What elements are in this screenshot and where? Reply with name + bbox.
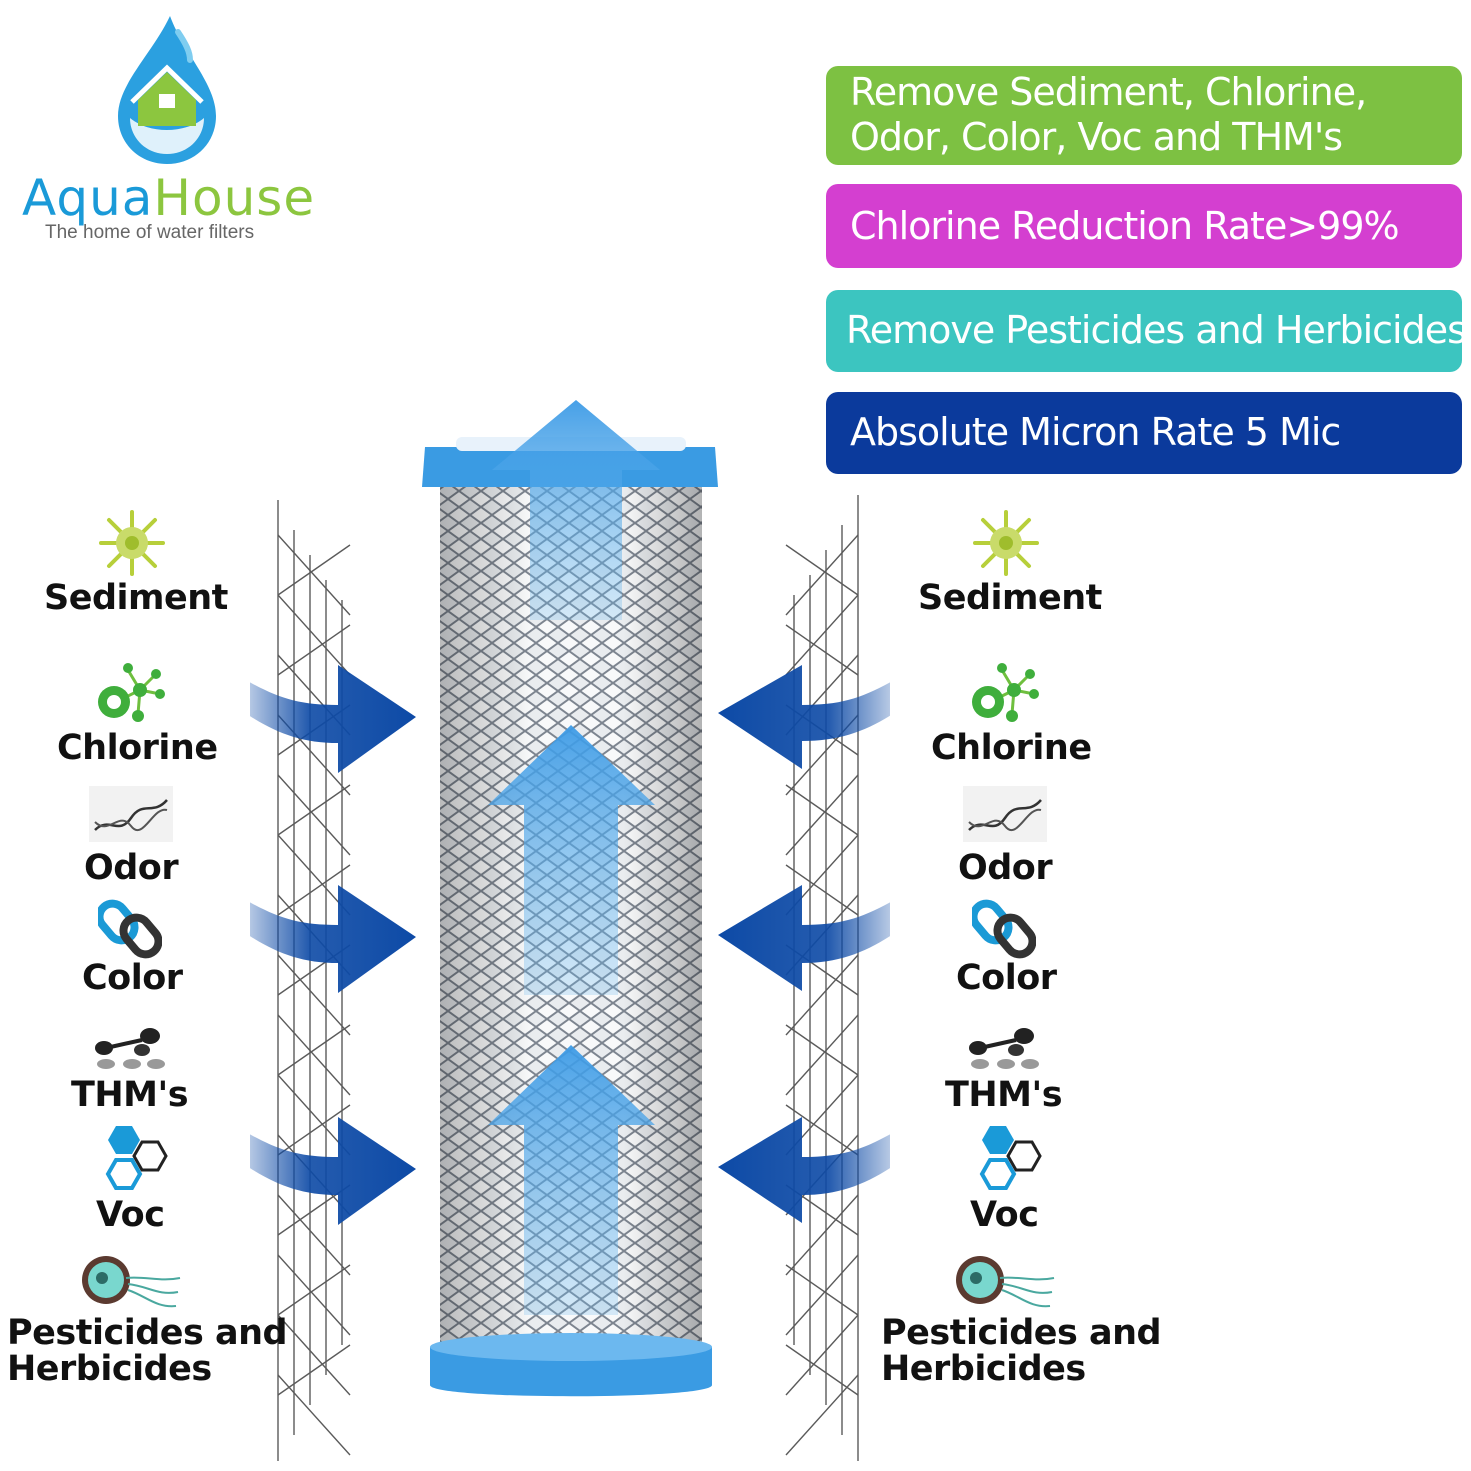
- bottom-end-cap: [430, 1347, 712, 1397]
- contaminant-label-voc: Voc: [96, 1195, 165, 1235]
- contaminant-label-sediment: Sediment: [918, 578, 1102, 618]
- pesticide-cell-icon: [82, 1256, 181, 1308]
- odor-dna-icon: [89, 786, 173, 842]
- contaminant-list-left: Sediment Chlorine Odor Color THM's Voc P…: [0, 500, 288, 1400]
- contaminant-label-thms: THM's: [71, 1075, 189, 1115]
- water-drop-house-icon: [118, 16, 216, 164]
- brand-name: AquaHouse: [22, 168, 315, 228]
- brand-name-part2: House: [153, 169, 316, 227]
- contaminant-label-pesticides: Pesticides and Herbicides: [881, 1313, 1162, 1389]
- color-chain-icon: [98, 899, 162, 959]
- inflow-arrow-left-1: [250, 665, 416, 773]
- logo: AquaHouse The home of water filters: [0, 0, 340, 260]
- up-arrow-bottom: [488, 1045, 655, 1315]
- thms-icon: [95, 1028, 165, 1069]
- contaminant-label-pesticides: Pesticides and Herbicides: [7, 1313, 288, 1389]
- feature-banner-line: Remove Pesticides and Herbicides: [846, 308, 1462, 352]
- pesticide-cell-icon: [956, 1256, 1055, 1308]
- contaminant-label-color: Color: [956, 958, 1057, 998]
- contaminant-label-chlorine: Chlorine: [931, 728, 1092, 768]
- brand-tagline: The home of water filters: [45, 222, 255, 243]
- brand-name-part1: Aqua: [22, 169, 154, 227]
- feature-banner-line: Absolute Micron Rate 5 Mic: [850, 410, 1341, 454]
- contaminant-label-thms: THM's: [945, 1075, 1063, 1115]
- contaminant-label-pesticides-line2: Herbicides: [7, 1349, 212, 1389]
- contaminant-label-pesticides-line1: Pesticides and: [881, 1313, 1162, 1353]
- up-arrow-top: [492, 400, 660, 620]
- inflow-arrow-right-2: [718, 885, 890, 991]
- filter-cartridge-illustration: [250, 400, 890, 1461]
- feature-banner-line: Remove Sediment, Chlorine,: [850, 70, 1367, 114]
- contaminant-label-pesticides-line2: Herbicides: [881, 1349, 1086, 1389]
- chlorine-molecule-icon: [98, 663, 165, 722]
- contaminant-label-voc: Voc: [970, 1195, 1039, 1235]
- up-arrow-middle: [488, 725, 655, 995]
- sediment-icon: [973, 510, 1039, 576]
- inflow-arrow-left-2: [250, 885, 416, 993]
- feature-banner-chlorine-reduction: Chlorine Reduction Rate>99%: [826, 184, 1462, 268]
- contaminant-label-odor: Odor: [958, 848, 1053, 888]
- voc-hexagon-icon: [105, 1126, 168, 1190]
- contaminant-label-odor: Odor: [84, 848, 179, 888]
- sediment-icon: [99, 510, 165, 576]
- contaminant-label-sediment: Sediment: [44, 578, 228, 618]
- color-chain-icon: [972, 899, 1036, 959]
- contaminant-label-pesticides-line1: Pesticides and: [7, 1313, 288, 1353]
- inflow-arrow-left-3: [250, 1117, 416, 1225]
- feature-banner-remove-sediment: Remove Sediment, Chlorine, Odor, Color, …: [826, 66, 1462, 165]
- inflow-arrow-right-1: [718, 665, 890, 769]
- voc-hexagon-icon: [979, 1126, 1042, 1190]
- contaminant-label-color: Color: [82, 958, 183, 998]
- feature-banner-line: Chlorine Reduction Rate>99%: [850, 204, 1400, 248]
- contaminant-label-chlorine: Chlorine: [57, 728, 218, 768]
- feature-banner-remove-pesticides: Remove Pesticides and Herbicides: [826, 290, 1462, 372]
- right-mesh-screen: [785, 495, 859, 1461]
- thms-icon: [969, 1028, 1039, 1069]
- chlorine-molecule-icon: [972, 663, 1039, 722]
- odor-dna-icon: [963, 786, 1047, 842]
- contaminant-list-right: Sediment Chlorine Odor Color THM's Voc P…: [874, 500, 1162, 1400]
- inflow-arrow-right-3: [718, 1117, 890, 1223]
- feature-banner-micron-rate: Absolute Micron Rate 5 Mic: [826, 392, 1462, 474]
- feature-banner-line: Odor, Color, Voc and THM's: [850, 115, 1343, 159]
